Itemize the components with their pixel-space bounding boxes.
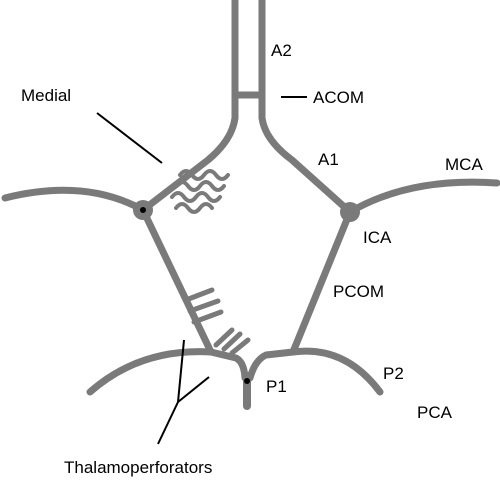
thalamoperforator-upper-2 bbox=[187, 298, 221, 314]
medial-perforator-3 bbox=[170, 191, 222, 203]
thalamoperforator-lower-1 bbox=[213, 327, 235, 348]
thalamoperforators-pointer-lower bbox=[177, 376, 210, 403]
mca-label: MCA bbox=[445, 155, 483, 174]
mca-vessel-left bbox=[1, 186, 147, 214]
pcom-vessel-left bbox=[139, 206, 215, 356]
medial-perforator-2 bbox=[174, 180, 226, 192]
thalamoperforators-pointer-upper bbox=[177, 339, 185, 403]
pca-vessel-right bbox=[289, 347, 384, 396]
a1-label: A1 bbox=[318, 150, 339, 169]
p1-vessel-right bbox=[246, 348, 297, 382]
medial-pointer-line bbox=[96, 112, 163, 164]
p2-label: P2 bbox=[383, 364, 404, 383]
medial-perforator-1 bbox=[178, 169, 230, 181]
thalamoperforators-label: Thalamoperforators bbox=[64, 458, 212, 477]
pcom-label: PCOM bbox=[333, 282, 384, 301]
ica-label: ICA bbox=[363, 228, 392, 247]
pca-vessel-left bbox=[86, 348, 215, 396]
right-ica-junction bbox=[340, 202, 360, 222]
p1-label: P1 bbox=[266, 377, 287, 396]
thalamoperforator-lower-2 bbox=[221, 331, 243, 352]
thalamoperforators-pointer-stem bbox=[157, 401, 179, 445]
a2-label: A2 bbox=[271, 41, 292, 60]
medial-label: Medial bbox=[21, 86, 71, 105]
thalamoperforator-upper-1 bbox=[183, 287, 215, 303]
a1-vessel-left bbox=[139, 91, 239, 214]
a1-vessel-right bbox=[258, 91, 354, 216]
pca-label: PCA bbox=[417, 403, 453, 422]
acom-label: ACOM bbox=[313, 88, 364, 107]
thalamoperforator-lower-3 bbox=[229, 337, 251, 356]
mca-vessel-right bbox=[346, 178, 500, 216]
basilar-tip-dot bbox=[244, 378, 250, 384]
pcom-vessel-right bbox=[289, 208, 354, 356]
left-ica-junction-dot bbox=[140, 207, 146, 213]
thalamoperforator-upper-3 bbox=[191, 309, 224, 325]
p1-vessel-left bbox=[207, 348, 249, 382]
medial-perforator-4 bbox=[174, 202, 214, 214]
vessel-group bbox=[1, 0, 500, 410]
